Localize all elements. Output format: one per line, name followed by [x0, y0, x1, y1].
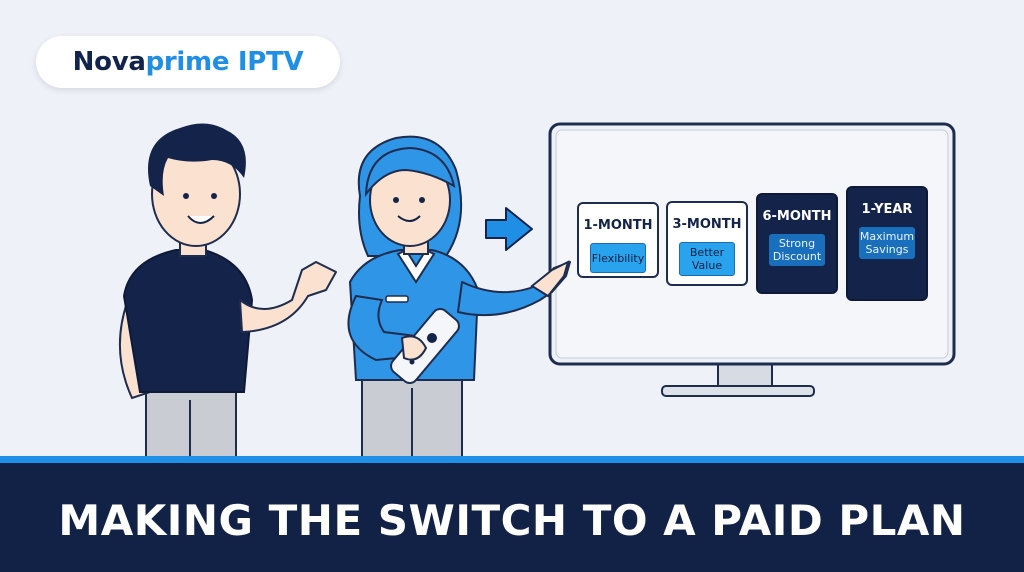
woman-illustration — [347, 135, 571, 463]
plan-card-1-month: 1-MONTH Flexibility — [577, 202, 659, 278]
plan-title: 6-MONTH — [762, 209, 832, 224]
plan-card-3-month: 3-MONTH Better Value — [666, 201, 748, 286]
plan-title: 3-MONTH — [672, 217, 742, 232]
plan-badge: Flexibility — [589, 243, 647, 273]
arrow-right-icon — [485, 207, 533, 251]
plan-card-1-year: 1-YEAR Maximum Savings — [846, 186, 928, 301]
plan-title: 1-MONTH — [583, 218, 653, 233]
brand-name-part2: prime IPTV — [145, 47, 304, 77]
man-illustration — [118, 123, 337, 461]
headline-text: MAKING THE SWITCH TO A PAID PLAN — [58, 496, 966, 545]
plan-card-6-month: 6-MONTH Strong Discount — [756, 193, 838, 294]
plan-title: 1-YEAR — [861, 202, 913, 217]
headline-banner: MAKING THE SWITCH TO A PAID PLAN — [0, 456, 1024, 572]
plan-badge: Better Value — [678, 242, 736, 276]
plan-badge: Maximum Savings — [858, 227, 916, 259]
brand-name-part1: Nova — [72, 47, 146, 77]
plan-badge: Strong Discount — [768, 234, 826, 266]
